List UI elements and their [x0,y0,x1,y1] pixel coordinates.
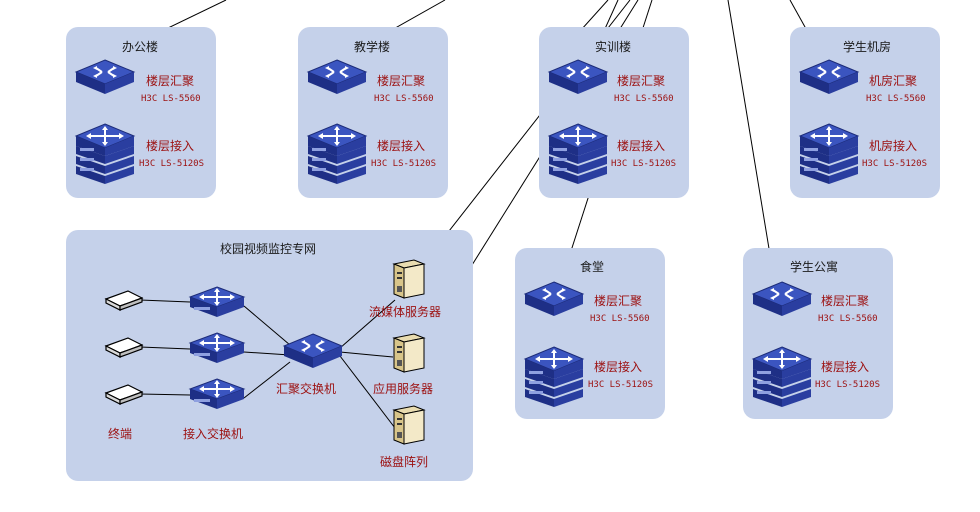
access-switch-stack-icon [524,346,584,408]
agg-label-training: 楼层汇聚 [617,74,666,88]
link-access-2 [243,351,291,356]
agg-model-canteen: H3C LS-5560 [590,314,650,324]
access-switch-icon [189,332,245,364]
link-terminal-1 [139,299,191,303]
agg-label-dormitory: 楼层汇聚 [821,294,870,308]
access-switch-stack-icon [307,123,367,185]
building-name-training: 实训楼 [595,40,632,54]
access-switch-icon [189,378,245,410]
ip-camera-icon [105,290,143,311]
link-server-3 [339,355,396,429]
access-switch-stack-icon [548,123,608,185]
access-switch-icon [189,286,245,318]
aggregation-switch-icon [75,59,135,95]
agg-model-teaching: H3C LS-5560 [374,94,434,104]
agg-model-office: H3C LS-5560 [141,94,201,104]
agg-label-teaching: 楼层汇聚 [377,74,426,88]
access-switch-stack-icon [75,123,135,185]
core-switch-label: 汇聚交换机 [276,382,337,396]
access-switch-stack-icon [799,123,859,185]
acc-label-teaching: 楼层接入 [377,139,426,153]
link-terminal-2 [139,346,191,350]
application-server-icon [393,333,425,373]
acc-label-dormitory: 楼层接入 [821,360,870,374]
disk-array-icon [393,405,425,445]
building-name-teaching: 教学楼 [354,40,391,54]
acc-model-dormitory: H3C LS-5120S [815,380,881,390]
acc-model-office: H3C LS-5120S [139,159,205,169]
ip-camera-icon [105,384,143,405]
agg-model-dormitory: H3C LS-5560 [818,314,878,324]
agg-label-canteen: 楼层汇聚 [594,294,643,308]
streaming-server-icon [393,259,425,299]
application-server-label: 应用服务器 [373,382,434,396]
terminal-label: 终端 [108,427,133,441]
aggregation-switch-icon [752,281,812,317]
aggregation-switch-icon [799,59,859,95]
disk-array-label: 磁盘阵列 [380,455,429,469]
acc-label-lab: 机房接入 [869,139,918,153]
link-access-1 [243,305,291,346]
link-access-3 [243,361,291,399]
link-server-1 [339,299,396,349]
link-server-2 [339,351,394,358]
agg-model-lab: H3C LS-5560 [866,94,926,104]
building-name-dormitory: 学生公寓 [790,260,839,274]
building-name-lab: 学生机房 [843,40,892,54]
acc-model-canteen: H3C LS-5120S [588,380,654,390]
access-switch-stack-icon [752,346,812,408]
streaming-server-label: 流媒体服务器 [369,305,442,319]
agg-label-lab: 机房汇聚 [869,74,918,88]
agg-model-training: H3C LS-5560 [614,94,674,104]
building-name-canteen: 食堂 [580,260,605,274]
agg-label-office: 楼层汇聚 [146,74,195,88]
acc-label-office: 楼层接入 [146,139,195,153]
aggregation-switch-icon [548,59,608,95]
acc-model-training: H3C LS-5120S [611,159,677,169]
acc-label-canteen: 楼层接入 [594,360,643,374]
video-network-title: 校园视频监控专网 [220,242,317,256]
link-terminal-3 [139,393,191,396]
aggregation-switch-icon [283,333,343,369]
acc-label-training: 楼层接入 [617,139,666,153]
aggregation-switch-icon [524,281,584,317]
building-name-office: 办公楼 [122,40,159,54]
acc-model-teaching: H3C LS-5120S [371,159,437,169]
access-switch-label: 接入交换机 [183,427,244,441]
acc-model-lab: H3C LS-5120S [862,159,928,169]
aggregation-switch-icon [307,59,367,95]
ip-camera-icon [105,337,143,358]
uplink-dormitory [727,0,776,286]
